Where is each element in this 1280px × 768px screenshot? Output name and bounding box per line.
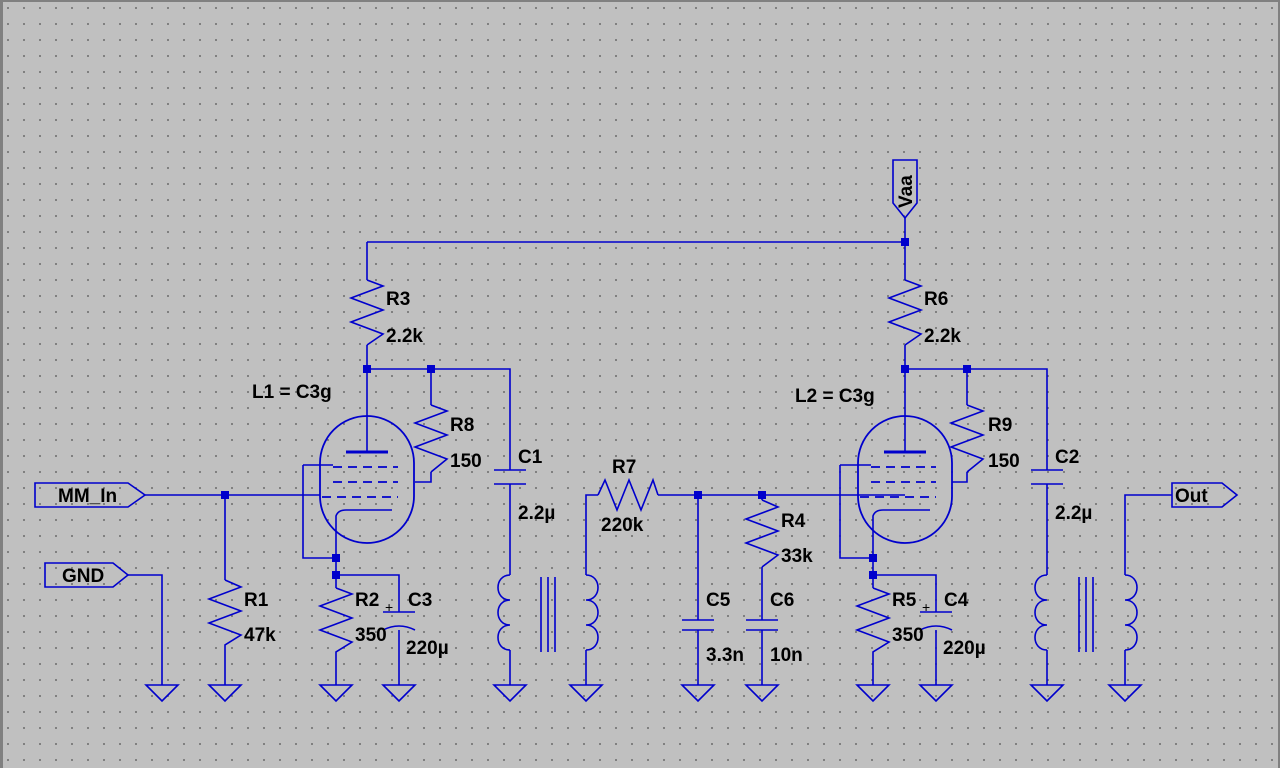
c6-value: 10n bbox=[770, 645, 803, 666]
resistor-R5[interactable] bbox=[854, 587, 892, 685]
port-vaa-label: Vaa bbox=[896, 175, 917, 208]
ground-icon bbox=[855, 684, 891, 703]
c3-value: 220µ bbox=[406, 638, 449, 659]
r1-value: 47k bbox=[244, 625, 276, 646]
c2-value: 2.2µ bbox=[1055, 503, 1092, 524]
tube-L1[interactable] bbox=[303, 415, 415, 544]
resistor-R7[interactable] bbox=[597, 477, 659, 513]
ground-icon bbox=[318, 684, 354, 703]
capacitor-C1[interactable] bbox=[494, 469, 526, 485]
ground-icon bbox=[918, 684, 954, 703]
resistor-R4[interactable] bbox=[743, 499, 781, 568]
resistor-R8[interactable] bbox=[412, 404, 450, 473]
port-out[interactable]: Out bbox=[1171, 482, 1239, 508]
transformer-2[interactable] bbox=[1034, 574, 1138, 652]
c4-polarity: + bbox=[922, 599, 930, 615]
r3-value: 2.2k bbox=[386, 326, 423, 347]
ground-icon bbox=[144, 684, 180, 703]
c4-ref: C4 bbox=[944, 590, 969, 611]
ground-icon bbox=[680, 684, 716, 703]
c3-ref: C3 bbox=[408, 590, 432, 611]
tube-L2[interactable] bbox=[840, 415, 953, 544]
window-right-edge bbox=[1278, 0, 1280, 768]
capacitor-C2[interactable] bbox=[1031, 469, 1063, 485]
r7-value: 220k bbox=[601, 515, 644, 536]
capacitor-C4[interactable]: + bbox=[919, 599, 953, 631]
c5-value: 3.3n bbox=[706, 645, 744, 666]
r8-value: 150 bbox=[450, 451, 482, 472]
port-vaa[interactable]: Vaa bbox=[892, 159, 918, 220]
c6-ref: C6 bbox=[770, 590, 794, 611]
r2-ref: R2 bbox=[355, 590, 379, 611]
ground-icon bbox=[1107, 684, 1143, 703]
c1-ref: C1 bbox=[518, 447, 543, 468]
junctions bbox=[221, 238, 971, 579]
r6-ref: R6 bbox=[924, 289, 948, 310]
r4-ref: R4 bbox=[781, 511, 806, 532]
port-out-label: Out bbox=[1175, 486, 1208, 507]
ground-icon bbox=[744, 684, 780, 703]
r2-value: 350 bbox=[355, 625, 387, 646]
r1-ref: R1 bbox=[244, 590, 269, 611]
ground-icon bbox=[568, 684, 604, 703]
port-gnd[interactable]: GND bbox=[44, 562, 130, 588]
resistor-R3[interactable] bbox=[348, 279, 386, 346]
r6-value: 2.2k bbox=[924, 326, 961, 347]
r4-value: 33k bbox=[781, 546, 813, 567]
port-mm-in[interactable]: MM_In bbox=[34, 482, 147, 508]
resistor-R1[interactable] bbox=[206, 579, 244, 685]
resistor-R2[interactable] bbox=[317, 587, 355, 685]
ground-icon bbox=[207, 684, 243, 703]
ground-icon bbox=[1029, 684, 1065, 703]
capacitor-C3[interactable]: + bbox=[382, 599, 416, 631]
port-mm-in-label: MM_In bbox=[58, 486, 117, 507]
window-left-edge bbox=[0, 0, 3, 768]
resistor-R6[interactable] bbox=[886, 279, 924, 346]
ground-icon bbox=[381, 684, 417, 703]
resistor-R9[interactable] bbox=[948, 404, 986, 473]
port-gnd-label: GND bbox=[62, 566, 104, 587]
l1-label: L1 = C3g bbox=[252, 382, 332, 403]
r7-ref: R7 bbox=[612, 457, 636, 478]
c2-ref: C2 bbox=[1055, 447, 1079, 468]
c4-value: 220µ bbox=[943, 638, 986, 659]
r5-ref: R5 bbox=[892, 590, 917, 611]
r5-value: 350 bbox=[892, 625, 924, 646]
component-labels: R3 2.2k R6 2.2k L1 = C3g L2 = C3g R8 150… bbox=[244, 289, 1092, 666]
r9-ref: R9 bbox=[988, 415, 1012, 436]
r3-ref: R3 bbox=[386, 289, 410, 310]
capacitor-C6[interactable] bbox=[746, 619, 778, 631]
c3-polarity: + bbox=[385, 599, 393, 615]
capacitor-C5[interactable] bbox=[682, 619, 714, 631]
ground-icon bbox=[492, 684, 528, 703]
r8-ref: R8 bbox=[450, 415, 474, 436]
c5-ref: C5 bbox=[706, 590, 731, 611]
r9-value: 150 bbox=[988, 451, 1020, 472]
ground-symbols bbox=[144, 684, 1143, 703]
c1-value: 2.2µ bbox=[518, 503, 555, 524]
l2-label: L2 = C3g bbox=[795, 386, 875, 407]
transformer-1[interactable] bbox=[497, 574, 599, 652]
window-top-edge bbox=[0, 0, 1280, 2]
